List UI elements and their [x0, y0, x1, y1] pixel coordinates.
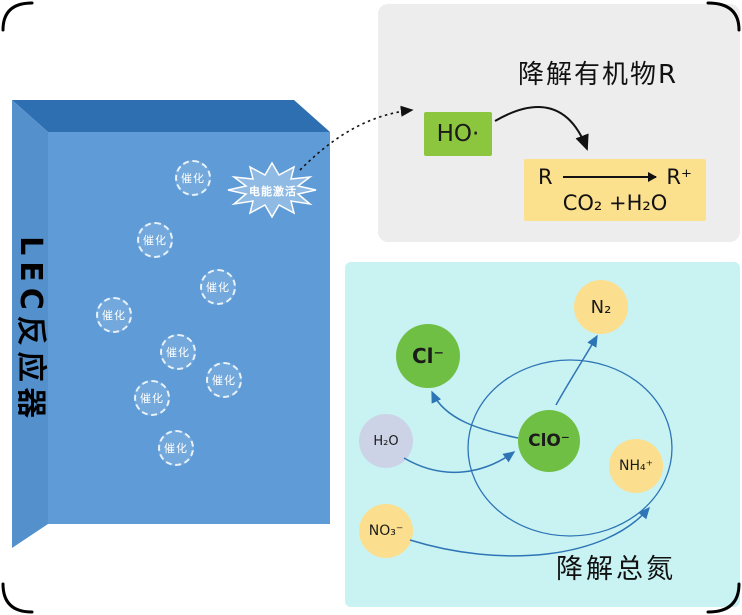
catalyst-label: 催化 [143, 234, 167, 247]
species-nh4-label: NH₄⁺ [618, 458, 653, 474]
species-no3: NO₃⁻ [359, 504, 413, 558]
nitrogen-panel-title: 降解总氮 [556, 554, 676, 585]
catalyst-badge: 催化 [134, 380, 170, 416]
catalyst-badge: 催化 [206, 362, 242, 398]
catalyst-badge: 催化 [175, 160, 211, 196]
catalyst-label: 催化 [164, 442, 188, 455]
reactant-label: R [538, 165, 553, 189]
species-h2o: H₂O [359, 414, 413, 468]
corner-arc-tl [1, 1, 34, 32]
product-label: R⁺ [666, 165, 692, 189]
catalyst-badge: 催化 [158, 430, 194, 466]
reaction-line: R R⁺ [524, 165, 706, 189]
catalyst-badge: 催化 [137, 222, 173, 258]
corner-arc-bl [1, 582, 34, 614]
catalyst-badge: 催化 [160, 334, 196, 370]
species-n2-label: N₂ [590, 296, 612, 318]
catalyst-label: 催化 [102, 309, 126, 322]
catalyst-label: 催化 [212, 374, 236, 387]
reaction-arrow-icon [562, 172, 658, 182]
byproducts-label: CO₂ +H₂O [562, 191, 668, 215]
organic-panel-title: 降解有机物R [518, 60, 679, 90]
species-clo-label: ClO⁻ [528, 431, 570, 451]
catalyst-badge: 催化 [96, 297, 132, 333]
hydroxyl-radical-box: HO· [424, 112, 492, 156]
burst-label: 电能激活 [249, 185, 297, 198]
reaction-box: R R⁺ CO₂ +H₂O [524, 159, 706, 221]
reactor-label: LEC反应器 [13, 236, 48, 424]
hydroxyl-radical-label: HO· [436, 121, 480, 147]
species-cl: Cl⁻ [396, 324, 460, 388]
species-clo: ClO⁻ [518, 410, 580, 472]
reactor-top-face [12, 100, 330, 132]
catalyst-label: 催化 [181, 172, 205, 185]
species-n2: N₂ [574, 280, 628, 334]
species-no3-label: NO₃⁻ [368, 523, 404, 539]
species-cl-label: Cl⁻ [411, 344, 445, 368]
catalyst-label: 催化 [206, 281, 230, 294]
catalyst-label: 催化 [140, 392, 164, 405]
species-nh4: NH₄⁺ [609, 439, 663, 493]
catalyst-label: 催化 [166, 346, 190, 359]
catalyst-badge: 催化 [200, 269, 236, 305]
species-h2o-label: H₂O [373, 433, 399, 449]
